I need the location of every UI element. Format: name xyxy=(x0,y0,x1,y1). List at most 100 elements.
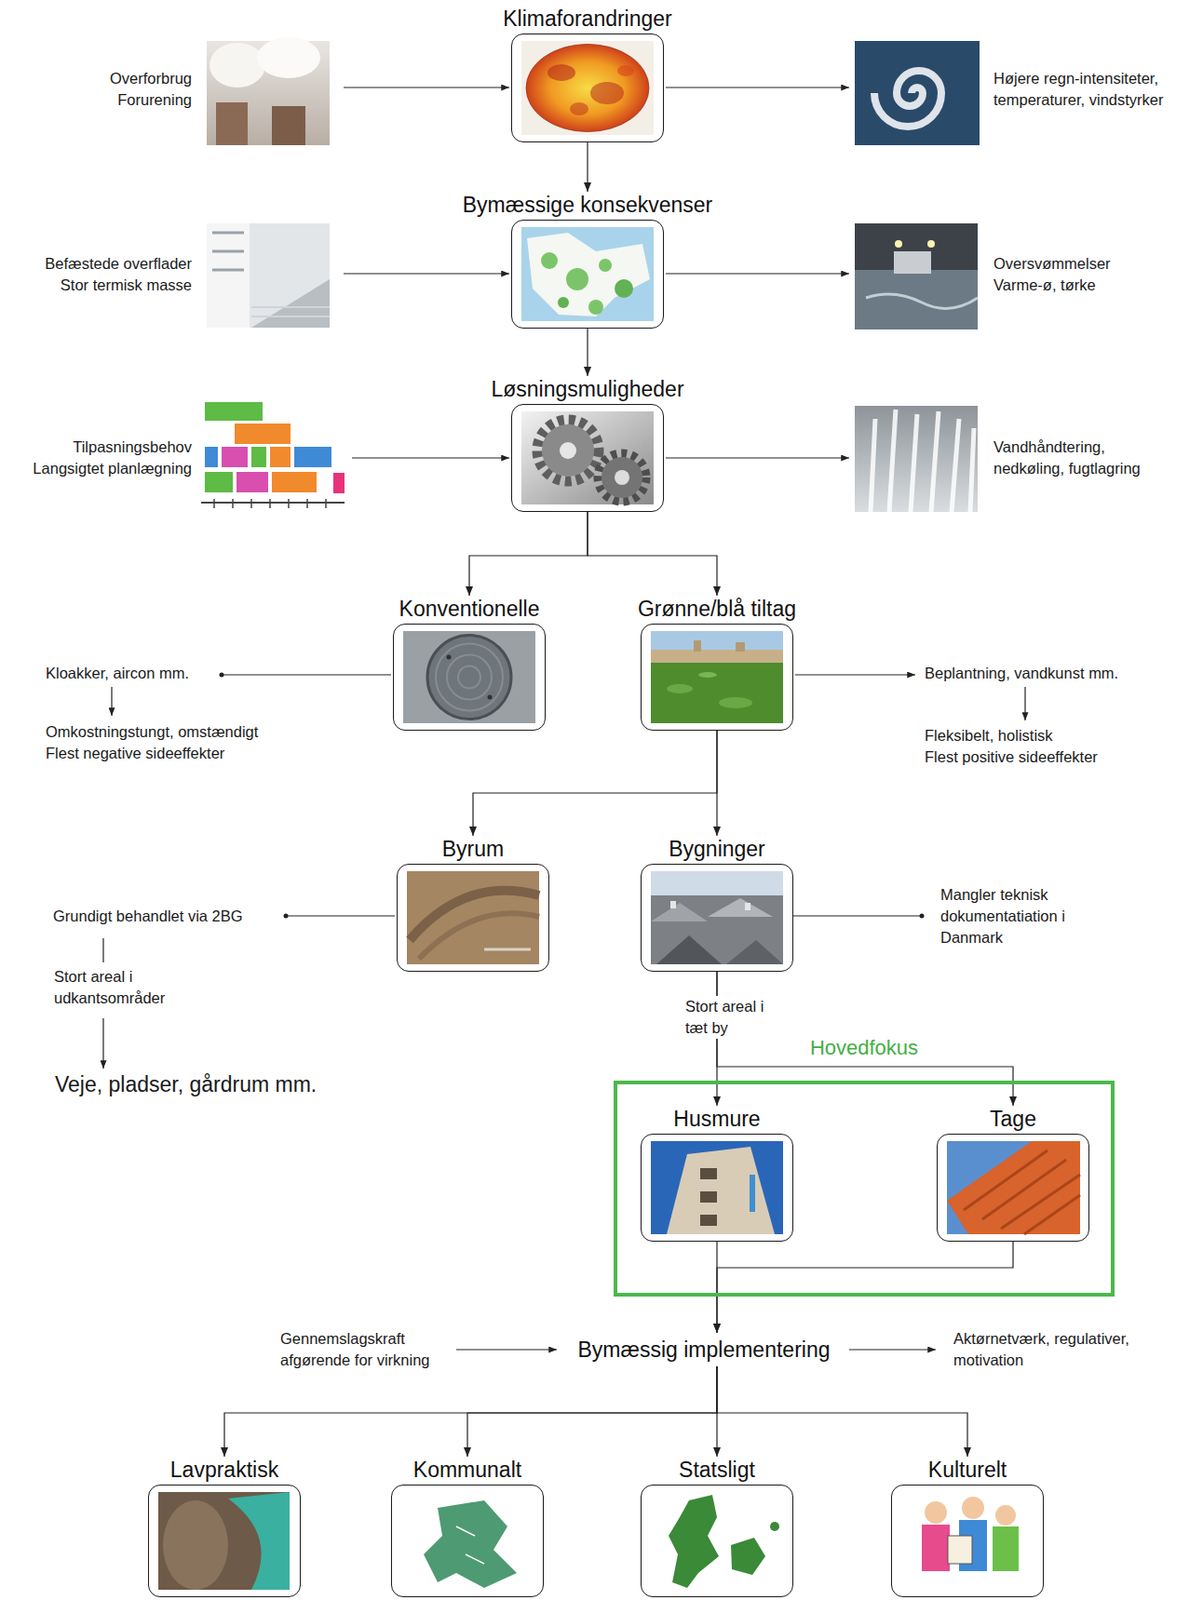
culture-figures-picture xyxy=(901,1492,1033,1591)
box-frame xyxy=(148,1485,301,1598)
illustration-shape xyxy=(961,1497,985,1520)
connector xyxy=(224,1366,717,1458)
illustration-shape xyxy=(406,871,540,965)
municipality-map-picture xyxy=(401,1492,533,1591)
gears-picture xyxy=(521,411,654,505)
note-label: Højere regn-intensiteter, temperaturer, … xyxy=(993,67,1163,111)
illustration-shape xyxy=(343,272,510,274)
illustration-shape xyxy=(601,457,643,499)
text-line: Oversvømmelser xyxy=(993,253,1111,275)
illustration-shape xyxy=(617,65,635,77)
illustration-shape xyxy=(102,1018,104,1069)
text-line: Stor termisk masse xyxy=(44,274,192,297)
illustration-shape xyxy=(401,1492,533,1591)
illustration-shape xyxy=(526,44,649,133)
illustration-shape xyxy=(963,1150,1081,1235)
urban-space-picture xyxy=(406,871,540,965)
text-line: Varme-ø, tørke xyxy=(993,274,1111,297)
illustration-shape xyxy=(521,227,654,322)
illustration-shape xyxy=(707,898,773,918)
illustration-shape xyxy=(236,472,269,493)
illustration-shape xyxy=(730,1538,766,1576)
illustration-shape xyxy=(234,423,291,445)
box-frame xyxy=(511,404,664,513)
connector xyxy=(716,972,1014,1107)
note-label: Gennemslagskraft afgørende for virkning xyxy=(280,1328,431,1372)
illustration-shape xyxy=(668,1495,719,1589)
note-label: Vandhåndtering, nedkøling, fugtlagring xyxy=(993,436,1141,480)
text-line: Befæstede overflader xyxy=(44,253,192,275)
box-heading: Tage xyxy=(936,1106,1090,1133)
note-label: Aktørnetværk, regulativer, motivation xyxy=(953,1328,1130,1372)
illustration-shape xyxy=(521,40,654,136)
illustration-shape xyxy=(283,914,289,920)
box-heading: Løsningsmuligheder xyxy=(511,376,664,403)
note-label: Fleksibelt, holistisk Flest positive sid… xyxy=(924,725,1098,769)
illustration-shape xyxy=(204,472,233,493)
illustration-shape xyxy=(854,40,980,146)
box-frame xyxy=(640,1134,794,1243)
illustration-shape xyxy=(793,915,920,917)
illustration-shape xyxy=(700,1215,717,1227)
city-map-picture xyxy=(521,227,654,322)
illustration-shape xyxy=(735,642,745,652)
leader-dots xyxy=(219,673,925,920)
box-frame xyxy=(392,623,546,731)
illustration-shape xyxy=(770,1522,780,1532)
process-box: Husmure xyxy=(640,1106,794,1243)
text-node: Bymæssig implementering xyxy=(572,1333,837,1367)
illustration-shape xyxy=(162,1500,229,1591)
illustration-shape xyxy=(865,294,978,309)
illustration-shape xyxy=(204,446,218,468)
illustration-shape xyxy=(419,913,540,960)
rooftops-picture xyxy=(650,871,784,965)
box-heading: Konventionelle xyxy=(392,595,546,622)
illustration-shape xyxy=(650,649,784,663)
text-line: Vandhåndtering, xyxy=(993,436,1141,459)
illustration-shape xyxy=(487,695,493,701)
illustration-shape xyxy=(947,1536,973,1565)
text-line: temperaturer, vindstyrker xyxy=(993,89,1163,111)
process-box: Bymæssige konsekvenser xyxy=(511,191,664,329)
illustration-shape xyxy=(557,297,569,309)
illustration-shape xyxy=(597,453,647,502)
illustration-shape xyxy=(698,672,717,678)
illustration-shape xyxy=(854,270,978,330)
illustration-shape xyxy=(700,1191,717,1203)
process-box: Klimaforandringer xyxy=(511,5,664,143)
note-label: Stort areal i tæt by xyxy=(683,996,766,1040)
illustration-shape xyxy=(795,674,916,676)
illustration-shape xyxy=(446,655,492,701)
illustration-shape xyxy=(749,1175,756,1213)
text-line: Overforbrug xyxy=(109,67,192,90)
illustration-shape xyxy=(216,102,248,146)
box-heading: Bygninger xyxy=(640,836,794,863)
illustration-shape xyxy=(541,424,595,477)
illustration-shape xyxy=(566,268,589,291)
box-heading: Husmure xyxy=(640,1106,794,1133)
illustration-shape xyxy=(201,501,345,504)
illustration-shape xyxy=(598,258,612,272)
note-label: Befæstede overflader Stor termisk masse xyxy=(44,253,192,297)
illustration-shape xyxy=(102,938,104,963)
node-text: Bymæssig implementering xyxy=(578,1337,831,1364)
pipe-picture xyxy=(158,1492,290,1591)
illustration-shape xyxy=(946,1141,1081,1235)
storm-picture xyxy=(854,40,980,146)
box-frame xyxy=(396,864,550,973)
box-frame xyxy=(391,1485,544,1598)
illustration-shape xyxy=(919,914,925,920)
illustration-shape xyxy=(588,299,604,315)
connector xyxy=(467,1366,717,1458)
text-line: motivation xyxy=(953,1350,1130,1372)
illustration-shape xyxy=(590,81,624,105)
process-box: Byrum xyxy=(396,836,550,973)
box-frame xyxy=(511,219,664,329)
illustration-shape xyxy=(650,871,784,898)
illustration-shape xyxy=(427,635,512,720)
illustration-shape xyxy=(423,1500,517,1589)
smokestacks-picture xyxy=(206,37,330,146)
box-frame xyxy=(640,1485,794,1598)
illustration-shape xyxy=(219,673,225,678)
illustration-shape xyxy=(270,446,291,468)
